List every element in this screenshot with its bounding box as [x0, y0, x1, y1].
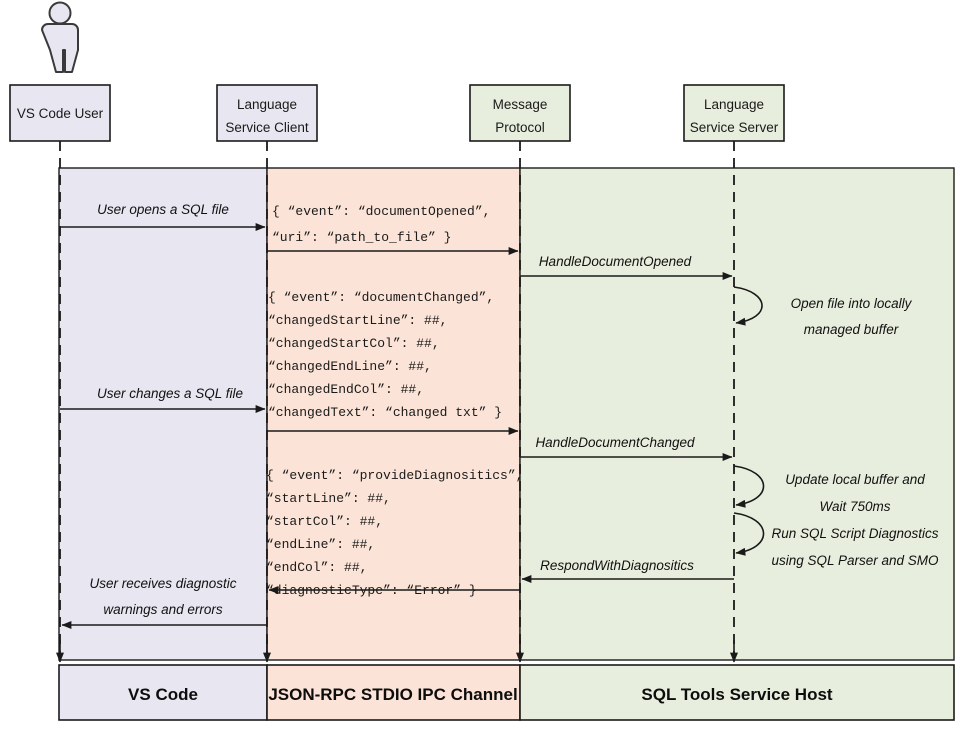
lifeline-label-line2: Protocol [495, 120, 545, 135]
message-label: User opens a SQL file [97, 202, 229, 217]
payload-line: “endLine”: ##, [266, 537, 375, 552]
note-label-line2: using SQL Parser and SMO [771, 553, 939, 568]
note-label-line2: managed buffer [804, 322, 899, 337]
lifeline-label-line1: Language [237, 97, 297, 112]
payload-line: “changedStartCol”: ##, [268, 336, 440, 351]
payload-line: “changedEndLine”: ##, [268, 359, 432, 374]
footer-label: SQL Tools Service Host [641, 685, 832, 704]
payload-line: “endCol”: ##, [266, 560, 367, 575]
note-label-line1: Run SQL Script Diagnostics [771, 526, 938, 541]
message-label-line2: warnings and errors [103, 602, 223, 617]
payload-line: { “event”: “documentOpened”, [272, 204, 490, 219]
note-label-line2: Wait 750ms [819, 499, 890, 514]
self-loop-arrow [733, 286, 763, 326]
lane-bands [58, 167, 955, 661]
lifeline-box [9, 84, 111, 142]
payload-line: “changedEndCol”: ##, [268, 382, 424, 397]
payload-document-changed: { “event”: “documentChanged”, “changedSt… [268, 290, 502, 420]
payload-line: “startCol”: ##, [266, 514, 383, 529]
lane-band-vscode [58, 167, 268, 661]
payload-line: “uri”: “path_to_file” } [272, 230, 451, 245]
message-handle-document-changed[interactable]: HandleDocumentChanged [520, 435, 733, 461]
message-user-changes-sql-file[interactable]: User changes a SQL file [60, 386, 266, 413]
lifeline-head-vs-code-user[interactable]: VS Code User [9, 84, 111, 142]
lifeline-label-line2: Service Client [225, 120, 309, 135]
vs-code-user-actor [41, 1, 79, 73]
self-loop-arrow [733, 512, 765, 556]
footer-label: JSON-RPC STDIO IPC Channel [268, 685, 517, 704]
message-respond-with-diagnostics[interactable]: RespondWithDiagnositics [521, 558, 734, 583]
footer-band-vs-code[interactable] [58, 664, 268, 721]
termination-arrows [56, 640, 738, 663]
lifeline-label-line1: VS Code User [17, 106, 104, 121]
self-loop-open-file[interactable]: Open file into locally managed buffer [733, 286, 913, 337]
lifeline-box [469, 84, 571, 142]
lifeline-head-message-protocol[interactable]: Message Protocol [469, 84, 571, 142]
self-loop-update-buffer[interactable]: Update local buffer and Wait 750ms [733, 465, 925, 514]
lane-band-service-host [519, 167, 955, 661]
message-handle-document-opened[interactable]: HandleDocumentOpened [520, 254, 733, 280]
self-loop-run-diagnostics[interactable]: Run SQL Script Diagnostics using SQL Par… [733, 512, 939, 568]
message-label: HandleDocumentOpened [539, 254, 692, 269]
payload-line: “changedStartLine”: ##, [268, 313, 447, 328]
self-loop-arrow [733, 465, 765, 508]
lane-band-ipc [266, 167, 521, 661]
message-user-opens-sql-file[interactable]: User opens a SQL file [60, 202, 266, 231]
lifeline-label-line1: Message [493, 97, 548, 112]
note-label-line1: Update local buffer and [785, 472, 925, 487]
message-label: HandleDocumentChanged [535, 435, 695, 450]
message-label: User changes a SQL file [97, 386, 243, 401]
lifeline-label-line2: Service Server [690, 120, 779, 135]
payload-line: { “event”: “provideDiagnositics”, [266, 468, 523, 483]
payload-line: “changedText”: “changed txt” } [268, 405, 502, 420]
payload-line: “startLine”: ##, [266, 491, 391, 506]
lifeline-head-language-service-client[interactable]: Language Service Client [216, 84, 318, 142]
payload-document-opened: { “event”: “documentOpened”, “uri”: “pat… [272, 204, 490, 245]
footer-band-sql-tools[interactable] [519, 664, 955, 721]
lifeline-head-language-service-server[interactable]: Language Service Server [683, 84, 785, 142]
payload-line: { “event”: “documentChanged”, [268, 290, 494, 305]
footer-label: VS Code [128, 685, 198, 704]
message-label: RespondWithDiagnositics [540, 558, 694, 573]
message-user-receives-diagnostics[interactable]: User receives diagnostic warnings and er… [61, 576, 267, 629]
lifeline-label-line1: Language [704, 97, 764, 112]
note-label-line1: Open file into locally [791, 296, 913, 311]
message-label-line1: User receives diagnostic [89, 576, 236, 591]
footer-bands: VS Code JSON-RPC STDIO IPC Channel SQL T… [58, 664, 955, 721]
lifelines-dashed [59, 141, 735, 663]
